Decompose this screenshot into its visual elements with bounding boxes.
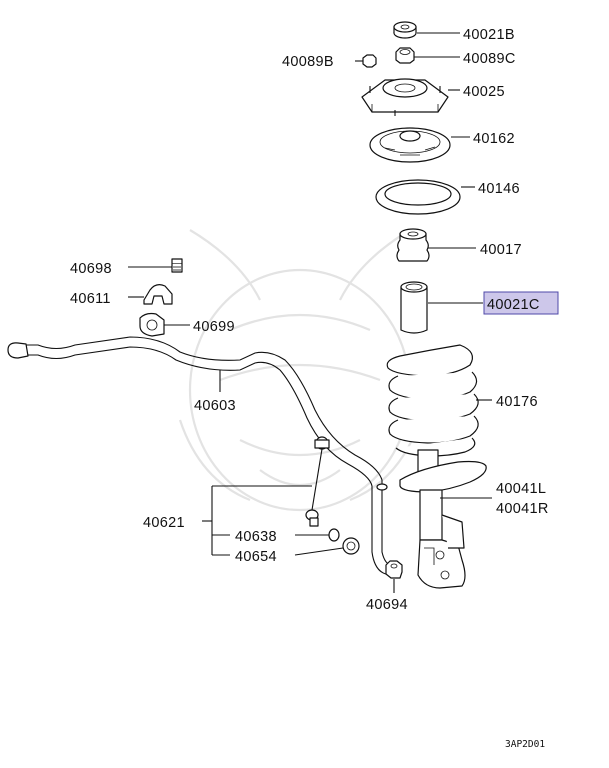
part-40021b-cap[interactable] [393,21,417,39]
part-40611-bracket[interactable] [143,284,173,305]
label-40146[interactable]: 40146 [478,181,520,197]
part-40162-spring-seat[interactable] [369,127,451,163]
label-40699[interactable]: 40699 [193,319,235,335]
part-40146-insulator[interactable] [375,179,461,215]
label-40611[interactable]: 40611 [70,291,111,307]
label-40089b[interactable]: 40089B [282,54,334,70]
part-40021c-dust-boot[interactable] [400,281,428,334]
part-40089c-nut[interactable] [395,47,415,64]
part-40698-bolt[interactable] [171,258,183,273]
label-40603[interactable]: 40603 [194,398,236,414]
highlight-box [483,291,559,315]
part-40017-bump-stop[interactable] [396,228,430,262]
part-40025-strut-mount[interactable] [361,78,449,116]
part-40041-strut-body[interactable] [399,449,487,589]
label-40025[interactable]: 40025 [463,84,505,100]
label-40041l[interactable]: 40041L [496,481,546,497]
label-40698[interactable]: 40698 [70,261,112,277]
label-40162[interactable]: 40162 [473,131,515,147]
label-40017[interactable]: 40017 [480,242,522,258]
part-40603-stabilizer-bar[interactable] [7,336,393,576]
part-40638-washer[interactable] [328,528,340,542]
label-40021c[interactable]: 40021C [487,297,540,313]
part-labels: 40021B 40089B 40089C 40025 40162 40146 4… [70,27,549,613]
label-40694[interactable]: 40694 [366,597,408,613]
diagram-code: 3AP2D01 [505,739,545,750]
part-40621-stabilizer-link[interactable] [305,436,330,527]
label-40176[interactable]: 40176 [496,394,538,410]
label-40021b[interactable]: 40021B [463,27,515,43]
label-40621[interactable]: 40621 [143,515,185,531]
label-40654[interactable]: 40654 [235,549,277,565]
leader-lines [128,32,492,593]
label-40089c[interactable]: 40089C [463,51,516,67]
label-40638[interactable]: 40638 [235,529,277,545]
part-40089b-nut[interactable] [362,54,377,68]
label-40041r[interactable]: 40041R [496,501,549,517]
part-40176-coil-spring[interactable] [386,344,479,457]
part-40694-nut[interactable] [385,560,403,579]
part-40654-bushing[interactable] [342,537,360,555]
part-40699-bushing[interactable] [139,312,165,337]
